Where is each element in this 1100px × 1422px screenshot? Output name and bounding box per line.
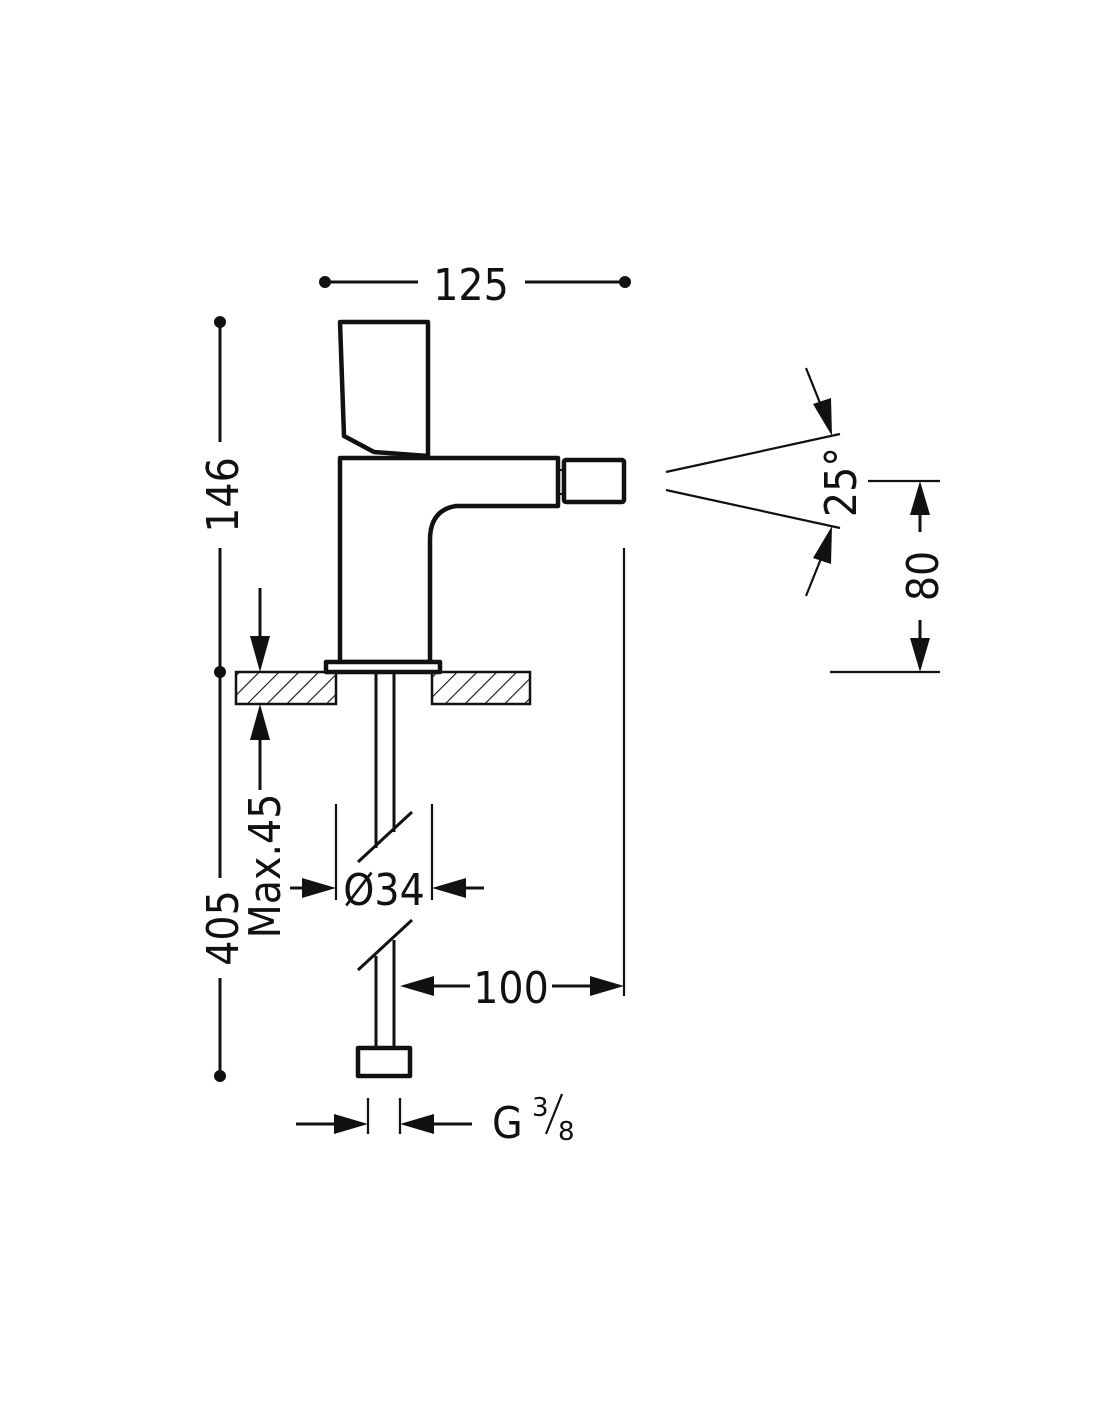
dim-height-80: 80 (830, 479, 949, 674)
spout-body (337, 455, 561, 665)
dim-reach-100: 100 (400, 548, 626, 1014)
dim-max45: Max.45 (240, 588, 291, 938)
dim-max45-label: Max.45 (240, 794, 291, 939)
dim-fraction-numerator: 3 (532, 1093, 549, 1123)
hose-connector (355, 1045, 413, 1079)
lever-handle (337, 319, 431, 459)
dim-25-label: 25° (816, 447, 867, 517)
dim-80-label: 80 (898, 551, 949, 601)
dim-diameter-34: Ø34 (290, 804, 484, 916)
dim-405-label: 405 (198, 890, 249, 966)
base-plate (323, 659, 443, 675)
dim-fraction-denominator: 8 (558, 1117, 575, 1147)
flex-hose (355, 672, 414, 1079)
dim-100-label: 100 (473, 963, 549, 1014)
outlet-nozzle (561, 457, 627, 505)
dim-connection-g38: G 3 8 (296, 1093, 575, 1149)
dim-34-label: Ø34 (343, 865, 425, 916)
dim-spray-angle: 25° (665, 367, 867, 597)
dim-125-label: 125 (433, 260, 509, 311)
dim-width-125: 125 (319, 260, 631, 311)
dim-left-vertical: 146 405 (198, 316, 249, 1082)
counter-top (234, 670, 532, 706)
dim-g-label: G (492, 1098, 523, 1149)
dim-146-label: 146 (198, 457, 249, 533)
mixer-body (323, 319, 627, 675)
